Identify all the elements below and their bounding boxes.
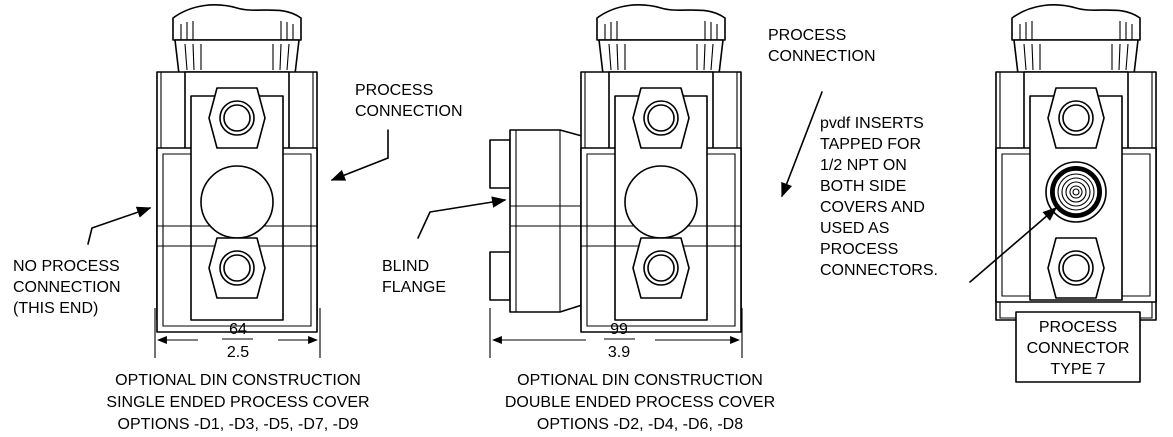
caption-1a: OPTIONAL DIN CONSTRUCTION <box>115 372 361 389</box>
single-ended-view <box>156 4 318 333</box>
caption-1c: OPTIONS -D1, -D3, -D5, -D7, -D9 <box>118 416 359 433</box>
pvdf-label-2: TAPPED FOR <box>820 136 921 153</box>
pvdf-label-1: pvdf INSERTS <box>820 115 924 132</box>
caption-1b: SINGLE ENDED PROCESS COVER <box>106 394 369 411</box>
caption-2b: DOUBLE ENDED PROCESS COVER <box>505 394 775 411</box>
type7-label-box <box>1015 311 1141 383</box>
process-connection-label-1a: PROCESS <box>355 82 433 99</box>
blind-flange-bolt-bottom <box>489 251 511 301</box>
dim-in-2: 3.9 <box>608 344 630 361</box>
pvdf-label-7: PROCESS <box>820 241 898 258</box>
pvdf-label-4: BOTH SIDE <box>820 178 906 195</box>
double-ended-view <box>489 4 742 333</box>
caption-2c: OPTIONS -D2, -D4, -D6, -D8 <box>537 416 743 433</box>
process-connection-label-1b: CONNECTION <box>355 103 463 120</box>
blind-flange-label-a: BLIND <box>382 258 429 275</box>
blind-flange <box>509 129 583 313</box>
type7-view <box>995 4 1157 321</box>
dim-mm-1: 64 <box>229 321 247 338</box>
dim-in-1: 2.5 <box>227 344 249 361</box>
blind-flange-bolt-top <box>489 139 511 189</box>
dim-mm-2: 99 <box>610 321 628 338</box>
type7-box-line-2: CONNECTOR <box>1027 340 1130 357</box>
no-process-label-b: CONNECTION <box>13 279 121 296</box>
blind-flange-label-b: FLANGE <box>382 279 446 296</box>
blind-flange-arrow <box>417 196 507 239</box>
pvdf-label-3: 1/2 NPT ON <box>820 157 907 174</box>
pvdf-label-8: CONNECTORS. <box>820 262 938 279</box>
process-connection-label-2b: CONNECTION <box>768 48 876 65</box>
pvdf-label-6: USED AS <box>820 220 889 237</box>
process-arrow-2 <box>781 91 823 198</box>
no-process-label-a: NO PROCESS <box>13 258 120 275</box>
pvdf-label-5: COVERS AND <box>820 199 925 216</box>
no-process-label-c: (THIS END) <box>13 300 98 317</box>
process-arrow-1 <box>330 157 389 181</box>
pvdf-arrow <box>969 207 1058 283</box>
type7-box-line-1: PROCESS <box>1039 319 1117 336</box>
caption-2a: OPTIONAL DIN CONSTRUCTION <box>517 372 763 389</box>
no-process-arrow <box>87 206 152 245</box>
type7-box-line-3: TYPE 7 <box>1050 361 1105 378</box>
process-connection-label-2a: PROCESS <box>768 27 846 44</box>
